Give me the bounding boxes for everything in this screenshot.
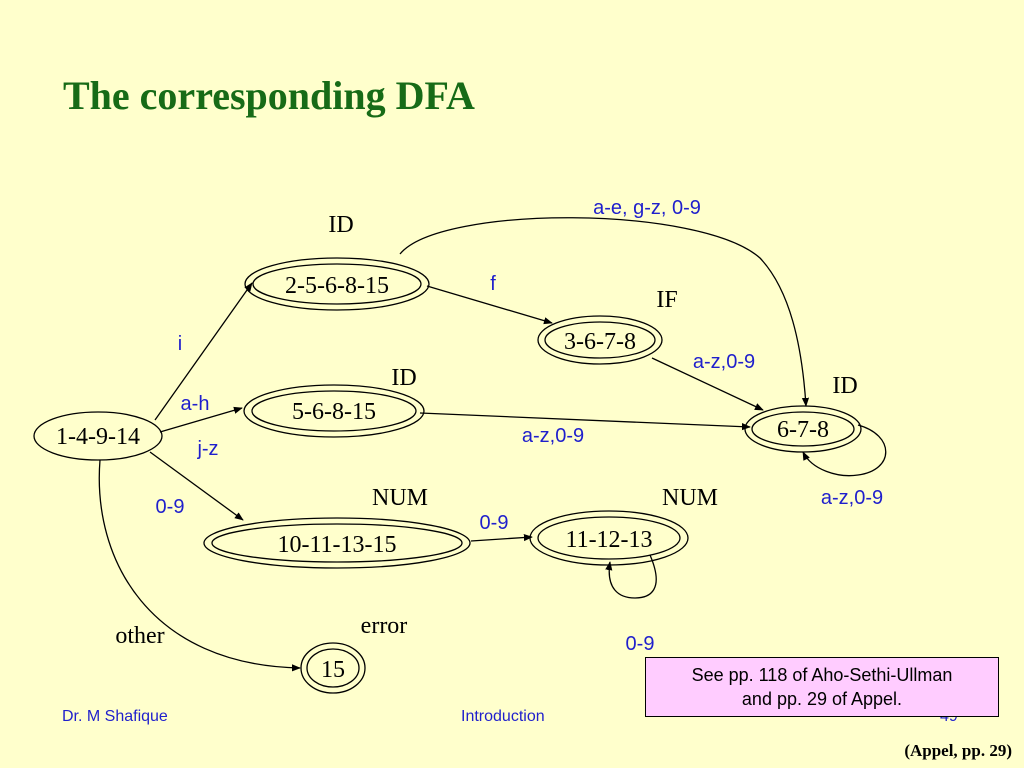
edge-s11-self-loop <box>605 554 657 599</box>
edge-labels: i a-h j-z 0-9 other f a-e, g-z, 0-9 a-z,… <box>115 197 883 655</box>
state-6-7-8-label: 6-7-8 <box>777 417 829 443</box>
edge-s3-to-s6 <box>651 357 764 411</box>
state-11-12-13: 11-12-13 <box>529 510 689 566</box>
edge-start-to-s5 <box>159 406 243 433</box>
reference-note-line-2: and pp. 29 of Appel. <box>741 689 903 709</box>
edge-s2-to-s6 <box>399 217 810 407</box>
token-label-id-s5: ID <box>391 365 416 391</box>
edge-start-to-s15 <box>98 459 301 672</box>
state-start: 1-4-9-14 <box>33 411 163 461</box>
state-3-6-7-8: 3-6-7-8 <box>537 315 663 365</box>
state-15-label: 15 <box>321 657 345 683</box>
state-10-11-13-15: 10-11-13-15 <box>203 517 471 569</box>
reference-note-line-1: See pp. 118 of Aho-Sethi-Ullman <box>691 665 953 685</box>
edge-label-j-z: j-z <box>196 438 218 460</box>
edge-label-0-9-start: 0-9 <box>156 496 185 518</box>
edge-label-0-9-loop: 0-9 <box>626 633 655 655</box>
edges <box>98 217 887 672</box>
edge-label-a-z-0-9-loop: a-z,0-9 <box>821 487 883 509</box>
state-11-12-13-label: 11-12-13 <box>565 527 652 553</box>
footer-author: Dr. M Shafique <box>62 708 168 725</box>
state-start-label: 1-4-9-14 <box>56 424 140 450</box>
token-label-num-s10: NUM <box>372 485 428 511</box>
edge-s10-to-s11 <box>470 533 533 542</box>
state-2-5-6-8-15: 2-5-6-8-15 <box>244 257 430 311</box>
token-labels: ID IF ID ID NUM NUM error <box>328 212 857 639</box>
state-3-6-7-8-label: 3-6-7-8 <box>564 329 636 355</box>
edge-label-i: i <box>178 333 182 355</box>
edge-s6-self-loop <box>802 424 887 477</box>
appel-citation: (Appel, pp. 29) <box>904 741 1012 760</box>
edge-start-to-s2 <box>154 282 253 421</box>
slide-title: The corresponding DFA <box>63 73 475 118</box>
token-label-id-s2: ID <box>328 212 353 238</box>
edge-label-a-e-g-z-0-9: a-e, g-z, 0-9 <box>593 197 701 219</box>
edge-label-a-z-0-9-s3: a-z,0-9 <box>693 351 755 373</box>
edge-s5-to-s6 <box>419 412 751 431</box>
token-label-error-s15: error <box>361 613 408 639</box>
token-label-if-s3: IF <box>656 287 677 313</box>
state-2-5-6-8-15-label: 2-5-6-8-15 <box>285 273 389 299</box>
state-5-6-8-15-label: 5-6-8-15 <box>292 399 376 425</box>
state-5-6-8-15: 5-6-8-15 <box>243 384 425 438</box>
state-15: 15 <box>300 642 366 694</box>
edge-label-f: f <box>490 273 496 295</box>
edge-label-other: other <box>115 623 164 649</box>
edge-label-a-z-0-9-s5: a-z,0-9 <box>522 425 584 447</box>
edge-start-to-s10 <box>149 451 244 521</box>
state-10-11-13-15-label: 10-11-13-15 <box>277 532 396 558</box>
edge-label-0-9-s10: 0-9 <box>480 512 509 534</box>
edge-label-a-h: a-h <box>181 393 210 415</box>
token-label-num-s11: NUM <box>662 485 718 511</box>
token-label-id-s6: ID <box>832 373 857 399</box>
footer-section: Introduction <box>461 708 545 725</box>
reference-note-box: See pp. 118 of Aho-Sethi-Ullman and pp. … <box>645 657 999 717</box>
edge-s2-to-s3 <box>426 285 553 325</box>
state-6-7-8: 6-7-8 <box>744 405 862 453</box>
